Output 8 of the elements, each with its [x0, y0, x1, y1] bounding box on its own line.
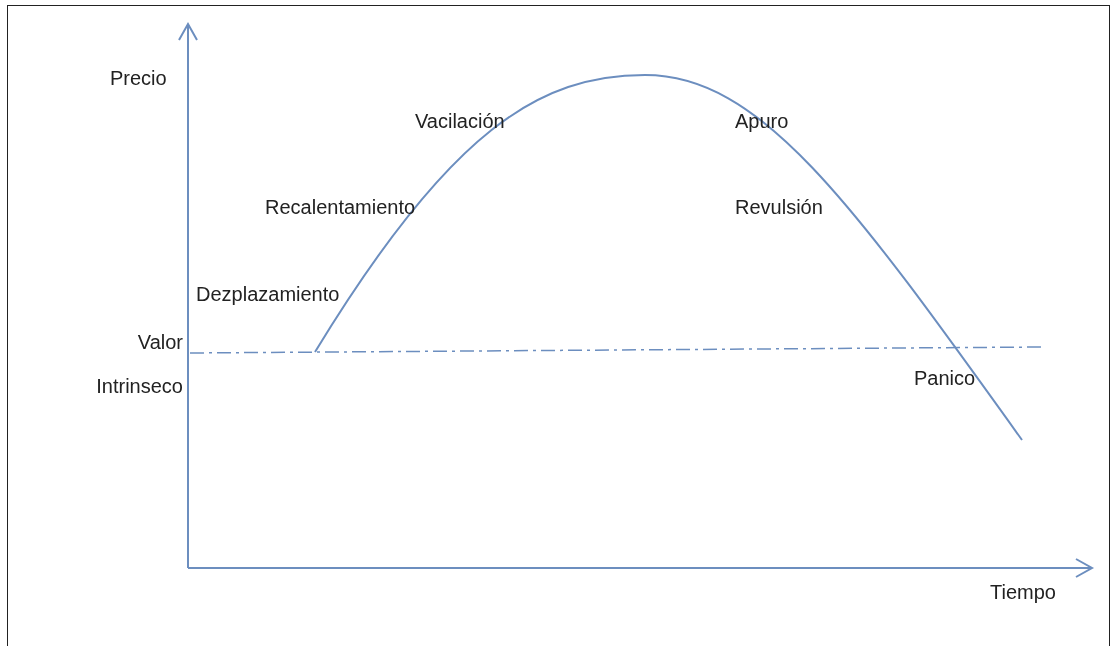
- axis-label: Precio: [110, 66, 167, 90]
- phase-label: Dezplazamiento: [196, 282, 340, 306]
- phase-label: Vacilación: [415, 109, 505, 133]
- phase-label: Panico: [914, 366, 976, 390]
- axis-label: Tiempo: [990, 580, 1056, 604]
- reference-label: Valor Intrinseco: [95, 330, 183, 399]
- phase-label: Revulsión: [735, 195, 823, 219]
- phase-label: Recalentamiento: [265, 195, 416, 219]
